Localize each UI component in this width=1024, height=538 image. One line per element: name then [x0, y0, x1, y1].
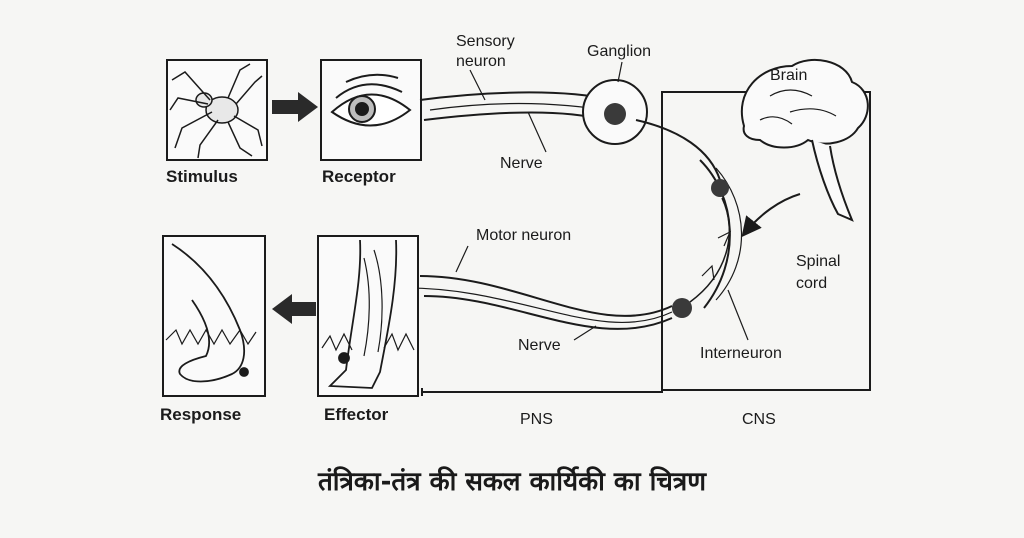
- pns-bracket: [421, 384, 663, 396]
- stimulus-to-receptor-arrow: [272, 92, 318, 122]
- nerve-bottom-label: Nerve: [518, 337, 561, 354]
- sensory-neuron-path: [635, 119, 721, 181]
- motor-neuron-label: Motor neuron: [476, 227, 571, 244]
- motor-nerve: [399, 275, 673, 330]
- cns-panel: [661, 58, 871, 391]
- effector-to-response-arrow: [272, 294, 316, 324]
- cns-label: CNS: [742, 411, 776, 428]
- stimulus-label: Stimulus: [166, 167, 238, 186]
- ganglion: [582, 61, 648, 145]
- eye-icon: [330, 73, 412, 127]
- sensory-neuron-label-1: Sensory: [456, 33, 515, 50]
- receptor-label: Receptor: [322, 167, 396, 186]
- foot-icon: [165, 243, 257, 383]
- spinal-cord-label-1: Spinal: [796, 253, 840, 270]
- ganglion-label: Ganglion: [587, 43, 651, 60]
- leg-muscle-icon: [321, 239, 415, 389]
- brain-icon: [740, 58, 869, 149]
- spinal-cord-icon: [811, 139, 854, 222]
- interneuron-label: Interneuron: [700, 345, 782, 362]
- receptor-panel: [320, 59, 422, 161]
- response-label: Response: [160, 405, 241, 424]
- motor-cell-body: [672, 298, 692, 318]
- effector-panel: [317, 235, 419, 397]
- diagram-caption: तंत्रिका-तंत्र की सकल कार्यिकी का चित्रण: [317, 467, 707, 497]
- sensory-neuron-label-2: neuron: [456, 53, 506, 70]
- sensory-cell-body: [711, 179, 729, 197]
- nerve-top-label: Nerve: [500, 155, 543, 172]
- brain-label: Brain: [770, 67, 807, 84]
- effector-label: Effector: [324, 405, 389, 424]
- spinal-cord-label-2: cord: [796, 275, 827, 292]
- response-panel: [162, 235, 266, 397]
- pns-label: PNS: [520, 411, 553, 428]
- interneuron-path: [689, 197, 731, 303]
- stimulus-panel: [166, 59, 268, 161]
- spider-icon: [169, 63, 263, 159]
